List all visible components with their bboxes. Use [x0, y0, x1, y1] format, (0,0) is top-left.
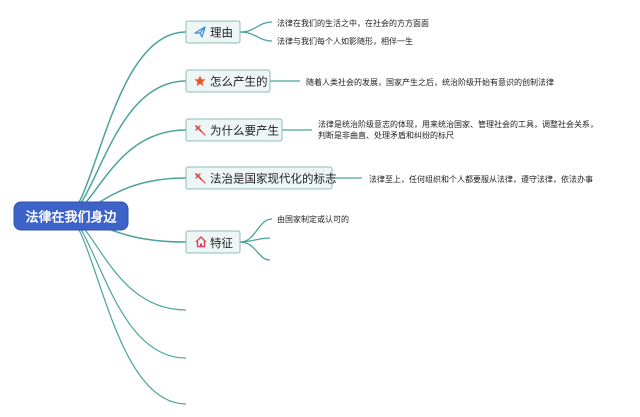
branch-node-origin[interactable]: 怎么产生的 [185, 69, 271, 93]
connector-line [69, 31, 187, 217]
home-icon [195, 236, 207, 248]
central-topic[interactable]: 法律在我们身边 [13, 201, 129, 231]
star-icon [194, 75, 206, 86]
detail-text: 随着人类社会的发展，国家产生之后，统治阶级开始有意识的创制法律 [306, 77, 554, 87]
detail-text: 法律至上，任何组织和个人都要服从法律，遵守法律，依法办事 [369, 174, 593, 184]
gavel-icon [195, 173, 206, 184]
detail-text-line: 法律是统治阶级意志的体现，用来统治国家、管理社会的工具，调整社会关系， [318, 119, 598, 129]
central-topic-label: 法律在我们身边 [25, 210, 117, 226]
connector-line [239, 241, 271, 261]
connector-line [69, 215, 187, 405]
connector-line [69, 80, 187, 217]
gavel-icon [195, 125, 206, 136]
detail-text: 法律是统治阶级意志的体现，用来统治国家、管理社会的工具，调整社会关系， 判断是非… [318, 119, 601, 140]
connector-line [239, 31, 273, 42]
branch-label-why: 为什么要产生 [210, 124, 279, 138]
detail-text: 由国家制定或认可的 [277, 214, 349, 224]
detail-text: 法律在我们的生活之中，在社会的方方面面 [277, 18, 429, 28]
connector-line [69, 215, 187, 359]
branch-label-rule-of-law: 法治是国家现代化的标志 [210, 172, 337, 186]
branch-node-features[interactable]: 特征 [185, 230, 241, 254]
branch-label-reason: 理由 [210, 26, 233, 40]
branch-label-features: 特征 [210, 236, 233, 250]
detail-text-line: 判断是非曲直、处理矛盾和纠纷的标尺 [318, 130, 454, 140]
branch-node-rule-of-law[interactable]: 法治是国家现代化的标志 [185, 166, 337, 190]
send-icon [194, 26, 206, 38]
connector-line [239, 237, 271, 243]
connector-line [239, 21, 273, 33]
detail-text: 法律与我们每个人如影随形，相伴一生 [277, 36, 413, 46]
branch-node-reason[interactable]: 理由 [185, 20, 241, 44]
branch-node-why[interactable]: 为什么要产生 [185, 118, 283, 142]
branch-label-origin: 怎么产生的 [210, 75, 268, 89]
